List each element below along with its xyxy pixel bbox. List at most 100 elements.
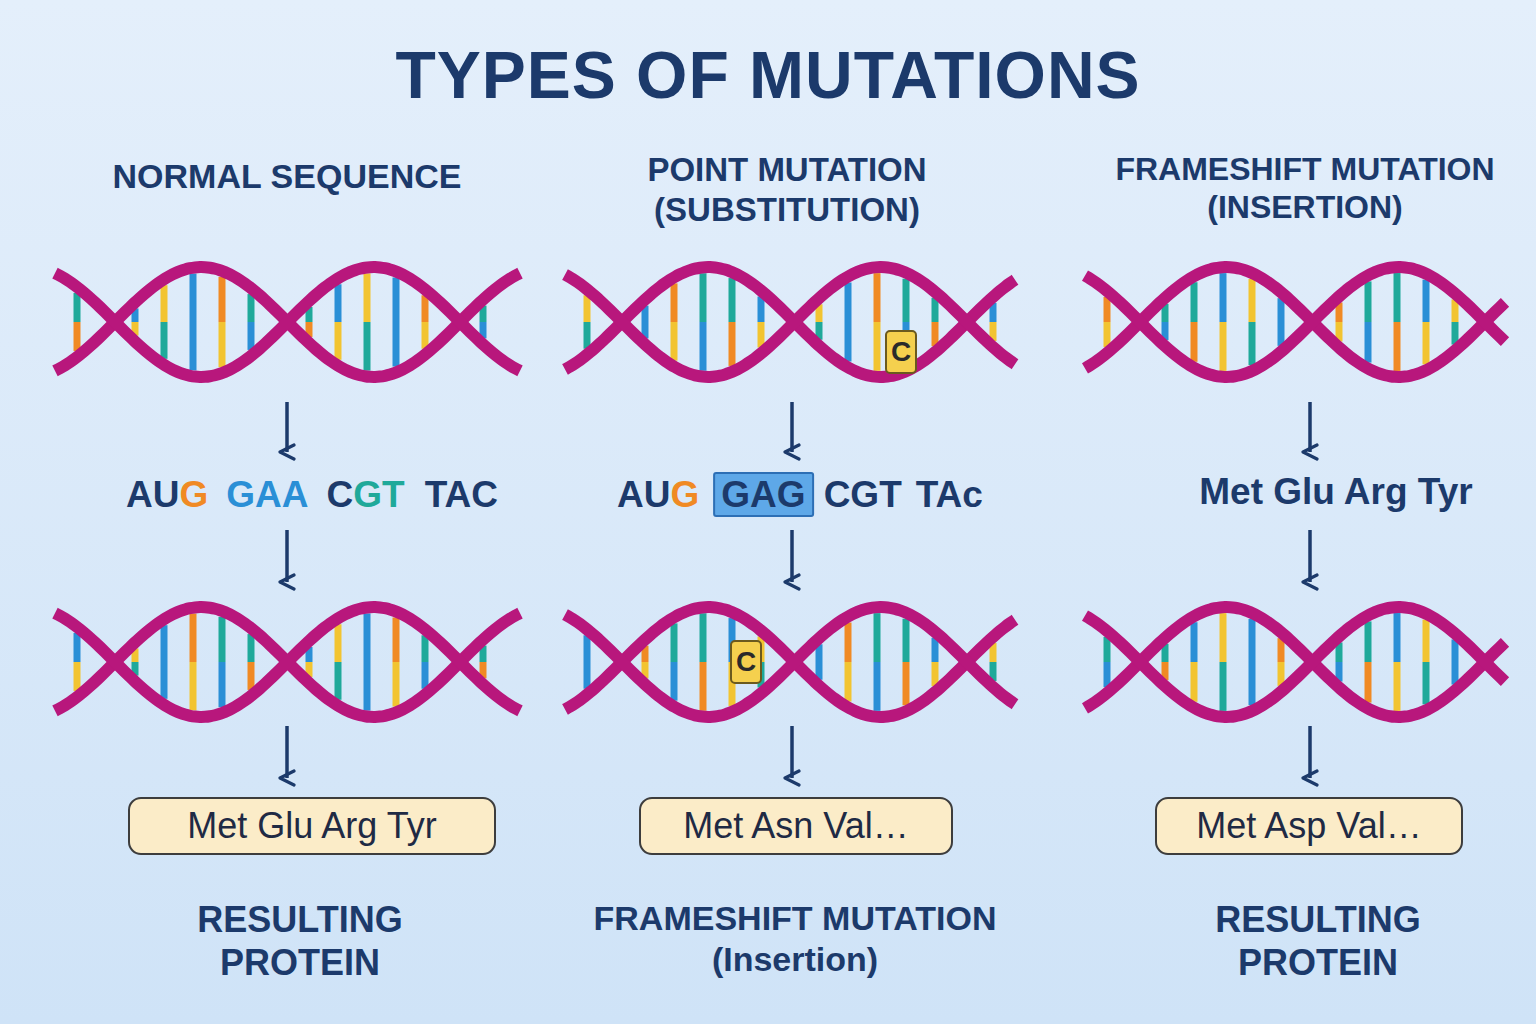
dna-strand	[1085, 607, 1505, 717]
base-pair	[671, 623, 678, 662]
title: TYPES OF MUTATIONS	[0, 36, 1536, 115]
footer-label: RESULTING PROTEIN	[1183, 898, 1453, 984]
dna-strand	[55, 607, 520, 717]
base-pair	[1423, 322, 1430, 364]
protein-box: Met Asn Val…	[639, 797, 953, 855]
base-pair	[161, 625, 168, 662]
base-pair	[1423, 662, 1430, 704]
dna-strand	[565, 267, 1015, 377]
base-pair	[1365, 662, 1372, 703]
codon-text: GT	[353, 476, 404, 513]
base-pair	[671, 662, 678, 701]
codon-text: TAc	[916, 476, 983, 513]
column-heading: POINT MUTATION (SUBSTITUTION)	[567, 150, 1007, 229]
base-pair	[74, 633, 81, 662]
codon-text: AU	[617, 476, 670, 513]
base-pair	[1249, 322, 1256, 365]
base-pair	[1394, 273, 1401, 322]
base-pair	[393, 617, 400, 662]
dna-strand	[1085, 267, 1505, 377]
base-pair	[190, 274, 197, 322]
base-pair	[1191, 662, 1198, 702]
node-text: Met Asp Val…	[1196, 805, 1421, 847]
base-pair	[74, 662, 81, 691]
base-pair	[584, 635, 591, 662]
flow-arrow	[285, 726, 289, 778]
column-heading: FRAMESHIFT MUTATION (INSERTION)	[1080, 150, 1530, 227]
flow-arrow	[790, 530, 794, 582]
base-pair	[74, 322, 81, 351]
node-text: C	[891, 336, 911, 368]
codon-text: G	[671, 476, 700, 513]
base-pair	[584, 662, 591, 689]
dna-helix	[55, 607, 520, 717]
base-pair	[161, 662, 168, 699]
base-pair	[903, 279, 910, 322]
codon-row: AUGGAGCGTTAc	[617, 468, 983, 520]
flow-arrow	[790, 726, 794, 778]
base-pair	[1249, 279, 1256, 322]
dna-helix	[565, 607, 1015, 717]
base-pair	[335, 624, 342, 662]
base-pair	[729, 278, 736, 322]
base-pair	[700, 662, 707, 711]
base-pair	[1423, 620, 1430, 662]
flow-arrow	[790, 402, 794, 452]
base-pair	[1394, 662, 1401, 711]
base-pair	[1365, 621, 1372, 662]
base-pair	[161, 285, 168, 322]
base-pair	[393, 322, 400, 367]
dna-helix	[55, 267, 520, 377]
base-pair	[190, 322, 197, 370]
base-pair	[903, 662, 910, 705]
flow-arrow	[285, 530, 289, 582]
base-pair	[845, 282, 852, 322]
base-pair	[700, 273, 707, 322]
base-pair	[1394, 322, 1401, 371]
base-pair	[1394, 613, 1401, 662]
dna-helix	[1085, 607, 1505, 717]
base-pair	[671, 322, 678, 361]
base-pair	[190, 662, 197, 710]
base-pair	[335, 284, 342, 322]
base-pair	[422, 662, 429, 689]
base-pair	[393, 277, 400, 322]
base-pair	[248, 322, 255, 350]
dna-strand	[565, 267, 1015, 377]
base-pair	[248, 662, 255, 690]
base-pair	[422, 635, 429, 662]
base-pair	[903, 619, 910, 662]
base-pair	[219, 322, 226, 367]
base-badge: C	[885, 330, 917, 374]
base-pair	[219, 277, 226, 322]
dna-strand	[565, 607, 1015, 717]
base-pair	[335, 322, 342, 360]
base-pair	[845, 622, 852, 662]
base-pair	[874, 273, 881, 322]
base-pair	[1365, 281, 1372, 322]
base-pair	[1423, 280, 1430, 322]
base-pair	[1220, 662, 1227, 711]
base-pair	[422, 295, 429, 322]
node-text: C	[736, 646, 756, 678]
base-pair	[700, 613, 707, 662]
base-pair	[1365, 322, 1372, 363]
base-pair	[364, 322, 371, 371]
base-pair	[364, 613, 371, 662]
base-pair	[190, 614, 197, 662]
dna-strand	[1085, 267, 1505, 377]
dna-strand	[1085, 607, 1505, 717]
dna-strand	[565, 607, 1015, 717]
dna-strand	[55, 267, 520, 377]
protein-box: Met Glu Arg Tyr	[128, 797, 496, 855]
base-pair	[1220, 322, 1227, 371]
base-pair	[1220, 613, 1227, 662]
footer-label: RESULTING PROTEIN	[165, 898, 435, 984]
codon-text: GAA	[226, 476, 308, 513]
codon-text: CGT	[824, 476, 902, 513]
base-pair	[700, 322, 707, 371]
footer-label: FRAMESHIFT MUTATION (Insertion)	[570, 898, 1020, 980]
base-pair	[335, 662, 342, 700]
base-pair	[874, 322, 881, 371]
